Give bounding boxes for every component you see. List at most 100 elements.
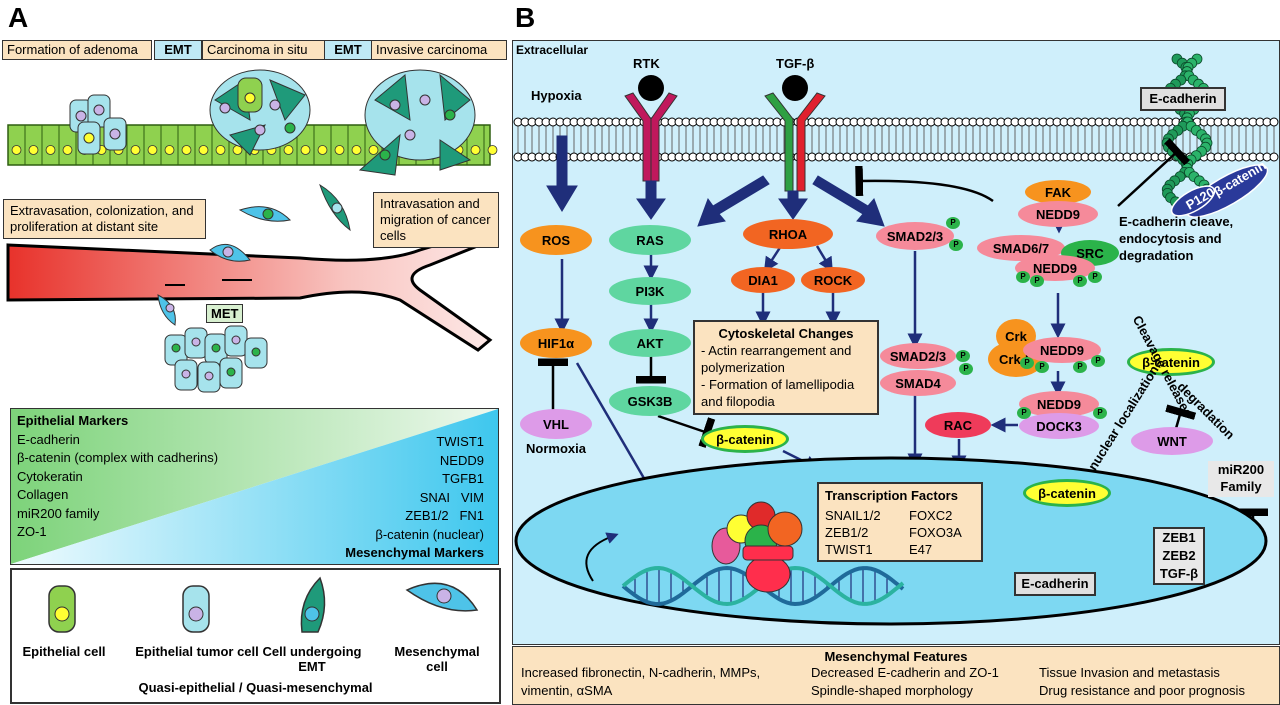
tgfb-receptor xyxy=(764,75,826,192)
e-cadherin-cleave-label: E-cadherin cleave, endocytosis and degra… xyxy=(1119,214,1234,263)
nedd9-node-3: NEDD9 xyxy=(1023,337,1101,363)
normoxia-label: Normoxia xyxy=(526,441,586,456)
phospho-marker: P xyxy=(1016,271,1030,283)
stage-invasive-carcinoma: Invasive carcinoma xyxy=(371,40,507,60)
feature-line: Decreased E-cadherin and ZO-1 xyxy=(811,665,999,680)
stage-carcinoma-in-situ: Carcinoma in situ xyxy=(202,40,348,60)
zeb-item: TGF-β xyxy=(1159,566,1199,581)
epithelial-markers-title: Epithelial Markers xyxy=(17,413,129,428)
phospho-marker: P xyxy=(949,239,963,251)
rtk-label: RTK xyxy=(633,56,660,71)
tf-item: SNAIL1/2 xyxy=(825,508,881,523)
e-cadherin-gene-label: E-cadherin xyxy=(1014,572,1096,596)
phospho-marker: P xyxy=(946,217,960,229)
cytoskeletal-changes-box: Cytoskeletal Changes - Actin rearrangeme… xyxy=(693,320,879,415)
mesenchymal-marker: SNAI VIM xyxy=(419,490,484,505)
tf-item: FOXO3A xyxy=(909,525,962,540)
phospho-marker: P xyxy=(1073,361,1087,373)
vhl-node: VHL xyxy=(520,409,592,439)
feature-line: Increased fibronectin, N-cadherin, MMPs, xyxy=(521,665,761,680)
mir200-family-label: miR200 Family xyxy=(1208,461,1274,497)
epithelial-marker: Cytokeratin xyxy=(17,469,83,484)
feature-line: Spindle-shaped morphology xyxy=(811,683,973,698)
phospho-marker: P xyxy=(959,363,973,375)
mesenchymal-features-title: Mesenchymal Features xyxy=(824,649,968,664)
extravasation-note: Extravasation, colonization, and prolife… xyxy=(3,199,206,239)
cytoskeletal-line: - Actin rearrangement and xyxy=(701,343,852,358)
features-column-2: Decreased E-cadherin and ZO-1 Spindle-sh… xyxy=(811,664,999,700)
hif1a-node: HIF1α xyxy=(520,328,592,358)
extracellular-label: Extracellular xyxy=(516,43,589,57)
zeb-tgfb-box: ZEB1 ZEB2 TGF-β xyxy=(1153,527,1205,585)
dock3-node: DOCK3 xyxy=(1019,413,1099,439)
tf-item: FOXC2 xyxy=(909,508,953,523)
phospho-marker: P xyxy=(1030,275,1044,287)
ras-node: RAS xyxy=(609,225,691,255)
legend-mesenchymal-label: Mesenchymal cell xyxy=(394,644,480,674)
transcription-complex xyxy=(711,501,803,593)
mesenchymal-marker: TGFB1 xyxy=(442,471,484,486)
mesenchymal-marker: TWIST1 xyxy=(436,434,484,449)
carcinoma-cluster xyxy=(209,69,311,156)
legend-caption: Quasi-epithelial / Quasi-mesenchymal xyxy=(138,680,373,695)
tf-right-list: FOXC2 FOXO3A E47 xyxy=(909,507,962,558)
tf-item: ZEB1/2 xyxy=(825,525,869,540)
phospho-marker: P xyxy=(1035,361,1049,373)
nedd9-node-4: NEDD9 xyxy=(1019,391,1099,417)
stage-emt-2: EMT xyxy=(324,40,372,60)
wnt-node: WNT xyxy=(1131,427,1213,455)
rtk-receptor xyxy=(624,75,678,182)
phospho-marker: P xyxy=(1093,407,1107,419)
smad23-nuclear-node: SMAD2/3 xyxy=(880,343,956,369)
metastasis-cluster xyxy=(164,325,268,393)
phospho-marker: P xyxy=(1073,275,1087,287)
panel-b-letter: B xyxy=(515,2,536,33)
legend-tumor-label: Epithelial tumor cell xyxy=(135,644,259,659)
cell-type-legend: Epithelial cell Epithelial tumor cell Ce… xyxy=(10,568,501,704)
tissue-illustration xyxy=(6,69,498,393)
invasive-cluster xyxy=(358,69,476,176)
cytoskeletal-line: - Formation of lamellipodia xyxy=(701,377,855,392)
cytoskeletal-line: polymerization xyxy=(701,360,785,375)
phospho-marker: P xyxy=(1088,271,1102,283)
intravasation-note: Intravasation and migration of cancer ce… xyxy=(373,192,499,248)
smad23-node: SMAD2/3 xyxy=(876,222,954,250)
epithelial-marker: ZO-1 xyxy=(17,524,47,539)
phospho-marker: P xyxy=(1017,407,1031,419)
dia1-node: DIA1 xyxy=(731,267,795,293)
gsk3b-node: GSK3B xyxy=(609,386,691,416)
rac-node: RAC xyxy=(925,412,991,438)
epithelial-marker: E-cadherin xyxy=(17,432,80,447)
beta-catenin-nucleus-edge: β-catenin xyxy=(1023,479,1111,507)
mesenchymal-marker: ZEB1/2 FN1 xyxy=(405,508,484,523)
features-column-3: Tissue Invasion and metastasis Drug resi… xyxy=(1039,664,1245,700)
zeb-item: ZEB1 xyxy=(1162,530,1196,545)
features-column-1: Increased fibronectin, N-cadherin, MMPs,… xyxy=(521,664,760,700)
adenoma-cluster xyxy=(69,94,127,155)
epithelial-marker: β-catenin (complex with cadherins) xyxy=(17,450,219,465)
epithelial-marker: Collagen xyxy=(17,487,69,502)
nedd9-node-1: NEDD9 xyxy=(1018,201,1098,227)
akt-node: AKT xyxy=(609,329,691,357)
stage-adenoma: Formation of adenoma xyxy=(2,40,152,60)
zeb-item: ZEB2 xyxy=(1162,548,1196,563)
cell-membrane xyxy=(513,117,1279,162)
tgfb-label: TGF-β xyxy=(776,56,815,71)
phospho-marker: P xyxy=(1020,357,1034,369)
cytoskeletal-title: Cytoskeletal Changes xyxy=(718,326,854,341)
beta-catenin-released: β-catenin xyxy=(1127,348,1215,376)
pi3k-node: PI3K xyxy=(609,277,691,305)
cytoskeletal-line: and filopodia xyxy=(701,394,775,409)
epithelial-marker: miR200 family xyxy=(17,506,100,521)
tf-item: E47 xyxy=(909,542,933,557)
rhoa-node: RHOA xyxy=(743,219,833,249)
ros-node: ROS xyxy=(520,225,592,255)
beta-catenin-cytoplasm: β-catenin xyxy=(701,425,789,453)
feature-line: Drug resistance and poor prognosis xyxy=(1039,683,1245,698)
feature-line: vimentin, αSMA xyxy=(521,683,613,698)
legend-emt-label: Cell undergoing EMT xyxy=(262,644,362,674)
mesenchymal-features-box: Mesenchymal Features Increased fibronect… xyxy=(512,646,1280,705)
hypoxia-arrow xyxy=(546,135,578,212)
panel-a-letter: A xyxy=(8,2,29,33)
transcription-factors-title: Transcription Factors xyxy=(825,488,958,503)
